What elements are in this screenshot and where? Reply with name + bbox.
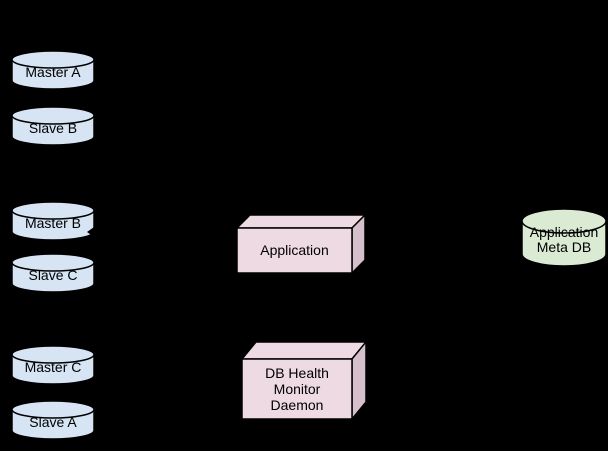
database-icon [11, 400, 95, 440]
database-icon [11, 50, 95, 90]
db-cylinder-slave-c: Slave C [11, 253, 95, 293]
database-icon [11, 106, 95, 146]
application-meta-db-cylinder: Application Meta DB [521, 208, 607, 267]
db-cylinder-slave-a: Slave A [11, 400, 95, 440]
meta-db-label-line-1: Application [529, 224, 599, 240]
database-icon [11, 253, 95, 293]
meta-db-label: Application Meta DB [521, 225, 607, 255]
db-cylinder-slave-b: Slave B [11, 106, 95, 146]
db-cylinder-master-a: Master A [11, 50, 95, 90]
db-label-slave-b: Slave B [28, 120, 78, 136]
db-label-slave-c: Slave C [28, 267, 78, 283]
database-icon [521, 208, 607, 267]
application-box-label: Application [260, 242, 329, 258]
db-health-monitor-daemon-box: DB Health Monitor Daemon [242, 342, 366, 419]
daemon-label-line-3: Daemon [270, 397, 324, 413]
db-label-master-a: Master A [25, 64, 81, 80]
daemon-box-label: DB Health Monitor Daemon [242, 365, 352, 413]
db-label-slave-a: Slave A [29, 414, 77, 430]
db-label-master-c: Master C [24, 359, 82, 375]
db-label-master-b: Master B [24, 215, 81, 231]
arrowhead-artifact [85, 224, 97, 240]
meta-db-label-line-2: Meta DB [536, 239, 592, 255]
cube-icon [237, 215, 365, 273]
cube-icon [242, 342, 366, 419]
daemon-label-line-1: DB Health [265, 365, 329, 381]
application-box: Application [237, 215, 365, 273]
db-cylinder-master-b: Master B [11, 201, 95, 241]
db-cylinder-master-c: Master C [11, 345, 95, 385]
daemon-label-line-2: Monitor [273, 381, 321, 397]
database-icon [11, 345, 95, 385]
